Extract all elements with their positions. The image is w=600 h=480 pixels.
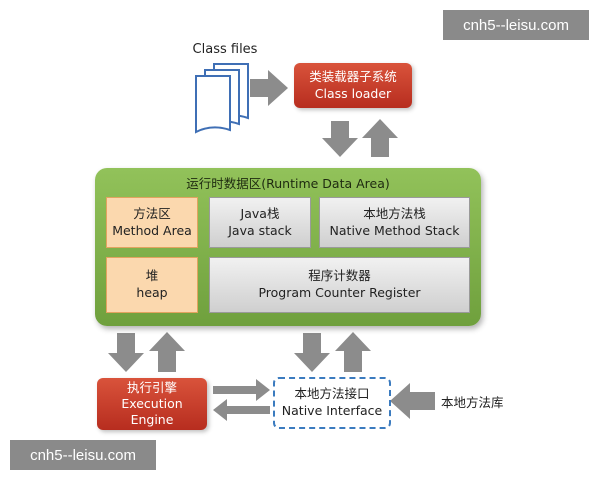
class-loader-box: 类装载器子系统 Class loader — [294, 63, 412, 108]
arrow-up-icon — [149, 332, 185, 372]
class-files-label: Class files — [180, 42, 270, 57]
arrow-left-icon — [390, 383, 435, 419]
pc-register-en: Program Counter Register — [258, 285, 421, 300]
java-stack-en: Java stack — [228, 222, 292, 238]
arrow-up-icon — [335, 332, 371, 372]
native-method-stack-box: 本地方法栈 Native Method Stack — [319, 197, 470, 248]
arrow-up-icon — [362, 119, 398, 157]
java-stack-box: Java栈 Java stack — [209, 197, 311, 248]
execution-engine-en2: Engine — [130, 412, 174, 428]
method-area-box: 方法区 Method Area — [106, 197, 198, 248]
native-interface-cn: 本地方法接口 — [294, 386, 370, 402]
heap-cn: 堆 — [145, 268, 159, 284]
native-method-stack-cn: 本地方法栈 — [363, 205, 426, 221]
runtime-data-area-title-text: 运行时数据区(Runtime Data Area) — [186, 176, 390, 191]
runtime-data-area-title: 运行时数据区(Runtime Data Area) — [95, 173, 481, 192]
class-files-text: Class files — [192, 42, 258, 57]
watermark-top-text: cnh5--leisu.com — [463, 16, 569, 34]
watermark-bottom: cnh5--leisu.com — [10, 440, 156, 470]
native-library-label: 本地方法库 — [441, 392, 504, 411]
native-library-text: 本地方法库 — [441, 395, 504, 410]
heap-box: 堆 heap — [106, 257, 198, 313]
native-method-stack-en: Native Method Stack — [329, 222, 460, 238]
native-interface-box: 本地方法接口 Native Interface — [273, 377, 391, 429]
heap-en: heap — [136, 285, 168, 300]
java-stack-cn: Java栈 — [240, 205, 280, 221]
class-loader-en: Class loader — [314, 85, 392, 101]
arrow-down-icon — [108, 333, 144, 372]
arrow-right-icon — [250, 70, 288, 106]
native-interface-en: Native Interface — [281, 403, 383, 418]
execution-engine-box: 执行引擎 Execution Engine — [97, 378, 207, 430]
method-area-en: Method Area — [112, 222, 192, 238]
class-files-icon — [195, 63, 249, 134]
arrow-down-icon — [294, 333, 330, 372]
execution-engine-cn: 执行引擎 — [126, 379, 177, 395]
execution-engine-en1: Execution — [121, 395, 183, 411]
arrow-left-icon — [213, 399, 270, 421]
watermark-top: cnh5--leisu.com — [443, 10, 589, 40]
arrow-down-icon — [322, 121, 358, 157]
arrow-right-icon — [213, 379, 270, 401]
watermark-bottom-text: cnh5--leisu.com — [30, 446, 136, 464]
method-area-cn: 方法区 — [133, 205, 171, 221]
pc-register-cn: 程序计数器 — [308, 268, 371, 284]
class-loader-cn: 类装载器子系统 — [309, 69, 397, 85]
pc-register-box: 程序计数器 Program Counter Register — [209, 257, 470, 313]
